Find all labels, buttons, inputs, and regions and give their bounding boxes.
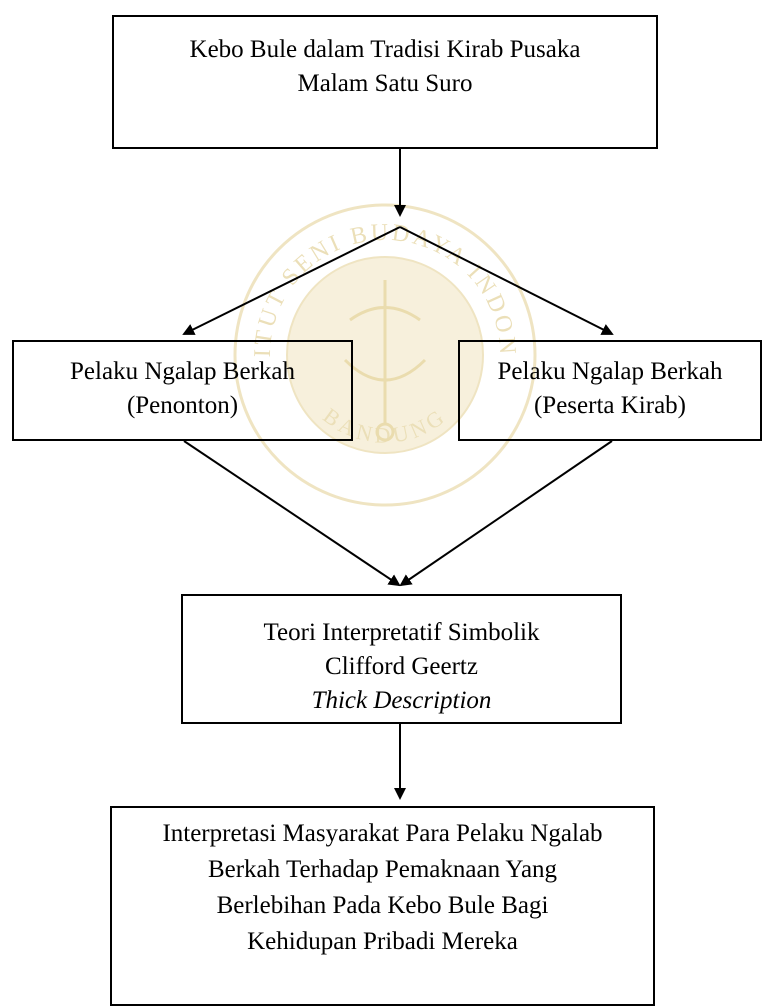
watermark-logo: INSTITUT SENI BUDAYA INDONESIA BANDUNG xyxy=(230,200,537,507)
box-left-line-1: Pelaku Ngalap Berkah xyxy=(70,358,295,385)
arrow-to-penonton xyxy=(182,226,401,335)
box-pelaku-penonton: Pelaku Ngalap Berkah (Penonton) xyxy=(12,340,353,441)
arrow-penonton-to-teori xyxy=(183,440,401,587)
box-bottom-line-1: Interpretasi Masyarakat Para Pelaku Ngal… xyxy=(162,820,603,847)
box-right-line-2: (Peserta Kirab) xyxy=(533,392,686,419)
box-right-line-1: Pelaku Ngalap Berkah xyxy=(497,358,723,385)
box-left-line-2: (Penonton) xyxy=(126,392,239,419)
box-bottom-line-2: Berkah Terhadap Pemaknaan Yang xyxy=(207,856,558,883)
box-interpretasi-masyarakat: Interpretasi Masyarakat Para Pelaku Ngal… xyxy=(110,806,655,1006)
box-mid-line-1: Teori Interpretatif Simbolik xyxy=(263,619,540,646)
arrow-to-peserta xyxy=(399,226,614,335)
box-top-line-1: Kebo Bule dalam Tradisi Kirab Pusaka xyxy=(189,36,581,63)
box-teori-interpretatif: Teori Interpretatif Simbolik Clifford Ge… xyxy=(181,594,622,724)
box-mid-italic-line: Thick Description xyxy=(311,687,492,714)
box-pelaku-peserta-kirab: Pelaku Ngalap Berkah (Peserta Kirab) xyxy=(458,340,762,441)
box-top-line-2: Malam Satu Suro xyxy=(297,70,473,97)
box-kebo-bule-tradisi: Kebo Bule dalam Tradisi Kirab Pusaka Mal… xyxy=(112,15,658,149)
watermark-emblem xyxy=(343,280,427,442)
box-mid-line-2: Clifford Geertz xyxy=(325,653,478,680)
watermark-outer-ring xyxy=(233,203,537,507)
box-bottom-line-4: Kehidupan Pribadi Mereka xyxy=(247,928,518,955)
arrow-peserta-to-teori xyxy=(399,440,613,587)
box-bottom-line-3: Berlebihan Pada Kebo Bule Bagi xyxy=(216,892,549,919)
